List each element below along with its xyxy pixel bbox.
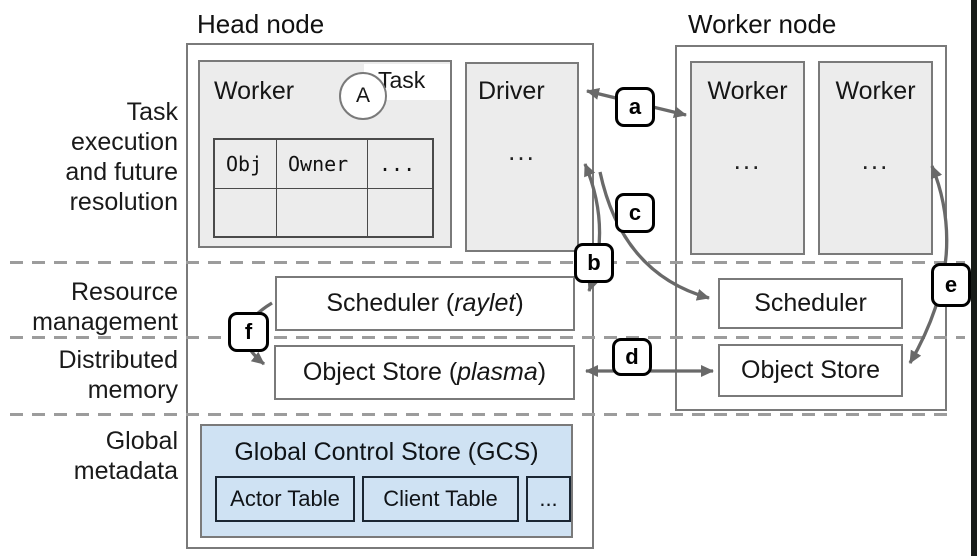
head-scheduler-label-suffix: ) bbox=[515, 289, 524, 317]
table-header-obj: Obj bbox=[215, 140, 277, 189]
worker-object-store-box: Object Store bbox=[718, 344, 903, 397]
table-header-more: ... bbox=[368, 140, 432, 189]
actor-table-box: Actor Table bbox=[215, 476, 355, 522]
worker-scheduler-label: Scheduler bbox=[754, 289, 867, 317]
head-scheduler-label-prefix: Scheduler ( bbox=[326, 289, 455, 317]
worker-node-worker-2-ellipsis: ... bbox=[861, 145, 890, 175]
gcs-box: Global Control Store (GCS) Actor Table C… bbox=[200, 424, 573, 538]
head-scheduler-label-emph: raylet bbox=[454, 289, 516, 317]
worker-object-store-label: Object Store bbox=[741, 356, 880, 384]
row-label-global-metadata: Global metadata bbox=[8, 426, 178, 486]
badge-b: b bbox=[574, 243, 614, 283]
table-header-owner: Owner bbox=[277, 140, 368, 189]
row-label-line: metadata bbox=[73, 457, 178, 485]
row-label-line: and future bbox=[65, 158, 178, 186]
worker-node-worker-2-box: Worker ... bbox=[818, 61, 933, 255]
gcs-more-box: ... bbox=[526, 476, 571, 522]
head-object-store-label-prefix: Object Store ( bbox=[302, 358, 458, 386]
row-label-line: Global bbox=[105, 427, 178, 455]
badge-e: e bbox=[931, 263, 971, 307]
layer-divider-1 bbox=[10, 261, 965, 264]
worker-node-title: Worker node bbox=[688, 9, 837, 39]
head-worker-box: Worker Task A Obj Owner ... bbox=[198, 60, 452, 248]
head-scheduler-box: Scheduler (raylet) bbox=[275, 276, 575, 331]
table-cell-empty bbox=[368, 189, 432, 236]
head-object-store-label-emph: plasma bbox=[457, 358, 538, 386]
head-worker-label: Worker bbox=[214, 77, 295, 105]
head-object-store-box: Object Store (plasma) bbox=[274, 345, 575, 400]
layer-divider-3 bbox=[10, 413, 952, 416]
driver-box: Driver ... bbox=[465, 62, 579, 252]
row-label-line: management bbox=[32, 308, 178, 336]
screen-edge-bar bbox=[971, 0, 977, 556]
worker-node-worker-1-box: Worker ... bbox=[690, 61, 805, 255]
table-cell-empty bbox=[215, 189, 277, 236]
badge-d: d bbox=[612, 338, 652, 376]
ownership-table: Obj Owner ... bbox=[213, 138, 434, 238]
row-label-task-execution: Task execution and future resolution bbox=[8, 97, 178, 217]
row-label-line: resolution bbox=[69, 188, 178, 216]
badge-c: c bbox=[615, 193, 655, 233]
gcs-tables-row: Actor Table Client Table ... bbox=[215, 476, 571, 522]
row-label-line: Task bbox=[126, 98, 178, 126]
row-label-distributed-memory: Distributed memory bbox=[8, 345, 179, 405]
row-label-resource-management: Resource management bbox=[8, 277, 178, 337]
table-cell-empty bbox=[277, 189, 368, 236]
head-node-title: Head node bbox=[197, 9, 325, 39]
worker-node-worker-1-ellipsis: ... bbox=[733, 145, 762, 175]
layer-divider-2 bbox=[10, 336, 965, 339]
driver-ellipsis: ... bbox=[508, 136, 536, 166]
row-label-line: execution bbox=[70, 128, 178, 156]
row-label-line: memory bbox=[87, 376, 178, 404]
task-circle: A bbox=[339, 72, 387, 120]
driver-label: Driver bbox=[478, 77, 545, 105]
badge-a: a bbox=[615, 87, 655, 127]
row-label-line: Distributed bbox=[58, 346, 179, 374]
row-label-line: Resource bbox=[71, 278, 178, 306]
gcs-title: Global Control Store (GCS) bbox=[234, 438, 539, 466]
worker-node-worker-2-label: Worker bbox=[835, 77, 916, 105]
client-table-box: Client Table bbox=[362, 476, 519, 522]
badge-f: f bbox=[228, 312, 269, 352]
worker-scheduler-box: Scheduler bbox=[718, 278, 903, 329]
worker-node-worker-1-label: Worker bbox=[707, 77, 788, 105]
head-object-store-label-suffix: ) bbox=[537, 358, 547, 386]
